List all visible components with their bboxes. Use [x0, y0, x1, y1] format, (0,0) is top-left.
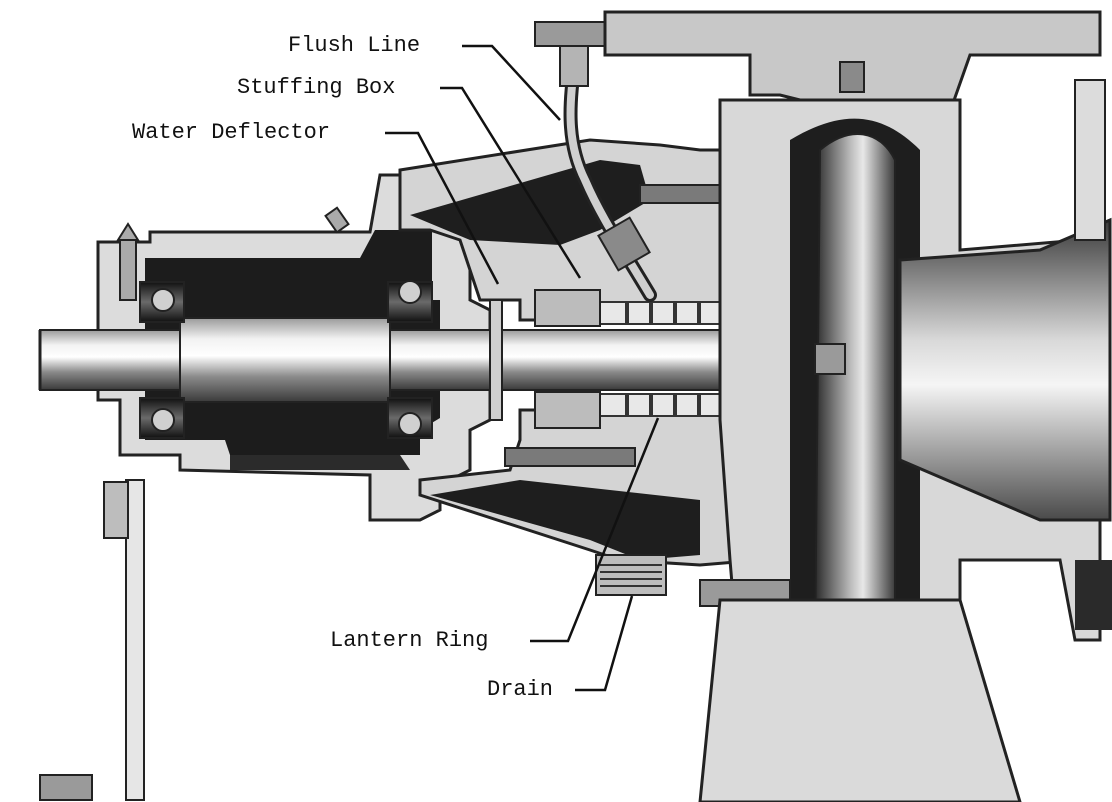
leader-stuffing-box — [440, 86, 582, 279]
suction-nozzle — [898, 217, 1112, 522]
impeller-nut — [814, 343, 846, 375]
leader-lantern-ring — [530, 417, 660, 643]
label-lantern-ring: Lantern Ring — [330, 628, 489, 653]
label-drain: Drain — [487, 677, 554, 702]
pump-base-pedestal — [698, 598, 1022, 802]
discharge-flange — [603, 10, 1102, 142]
drain-fitting — [595, 554, 667, 596]
impeller — [813, 133, 896, 677]
gland-bolt — [504, 447, 636, 467]
stuffing-box-region — [398, 138, 762, 596]
leader-flush-line — [462, 44, 561, 121]
label-flush-line: Flush Line — [288, 33, 421, 58]
bearings — [139, 280, 433, 439]
pump-casing — [699, 79, 1112, 742]
pump-shaft — [38, 299, 821, 421]
water-deflector — [489, 299, 503, 421]
callout-leader-lines — [385, 44, 660, 692]
flush-line-pipe — [534, 21, 657, 302]
packing-rings — [599, 301, 723, 417]
grease-fittings — [116, 206, 350, 301]
label-stuffing-box: Stuffing Box — [237, 75, 396, 100]
gland — [534, 289, 601, 327]
leader-water-deflector — [385, 131, 500, 285]
leader-drain — [575, 595, 634, 692]
support-leg — [39, 479, 145, 801]
label-water-deflector: Water Deflector — [132, 120, 331, 145]
